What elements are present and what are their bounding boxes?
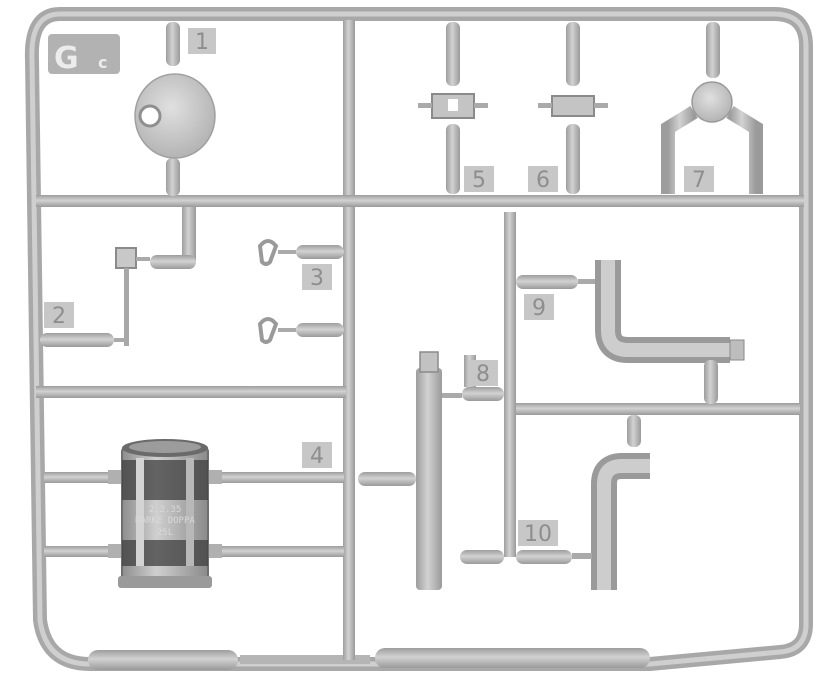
sprue-code-suffix: c <box>98 53 107 72</box>
part-number-tabs: 1 2 3 4 5 6 7 8 9 10 <box>44 28 714 547</box>
part-1-disc <box>134 22 216 196</box>
part-10-elbow-pipe <box>572 415 650 590</box>
sprue-code-letter: G <box>54 41 79 76</box>
engraving-line-2: MARKE DOPPA <box>135 516 195 526</box>
part-4-canister: 2.2.35 MARKE DOPPA 25L <box>108 439 222 588</box>
part-number-6: 6 <box>536 168 550 193</box>
part-2-bracket <box>40 207 196 347</box>
part-number-7: 7 <box>692 168 706 193</box>
part-number-4: 4 <box>310 444 324 469</box>
sprue-code-badge: G c <box>48 34 120 76</box>
part-6-clamp <box>538 22 608 194</box>
part-8-pipe <box>358 351 572 590</box>
inner-runners <box>36 20 804 660</box>
part-number-8: 8 <box>476 362 490 387</box>
bottom-stubs <box>88 648 650 670</box>
part-9-elbow-pipe <box>516 260 745 404</box>
engraving-line-3: 25L <box>157 528 173 538</box>
part-7-cap <box>661 22 763 194</box>
part-number-10: 10 <box>524 522 552 547</box>
part-3-hooks <box>257 239 344 344</box>
part-number-9: 9 <box>532 296 546 321</box>
part-number-1: 1 <box>195 30 209 55</box>
engraving-line-1: 2.2.35 <box>149 505 182 515</box>
part-5-clamp <box>418 22 488 194</box>
part-number-5: 5 <box>472 168 486 193</box>
part-number-3: 3 <box>310 266 324 291</box>
part-number-2: 2 <box>52 304 66 329</box>
